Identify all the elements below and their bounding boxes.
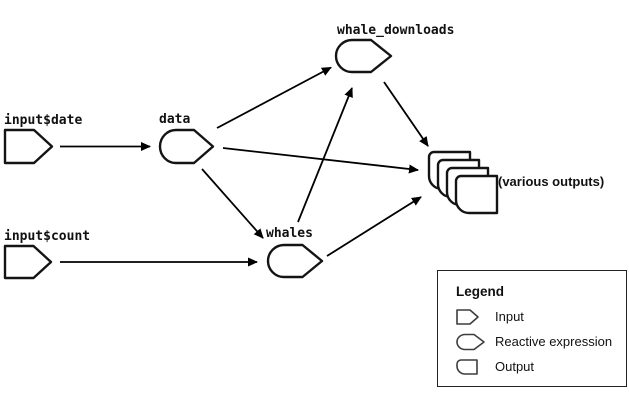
edge-data-whales <box>201 168 264 239</box>
whale-downloads-node-shape <box>334 38 393 74</box>
legend-reactive-label: Reactive expression <box>495 334 613 349</box>
input-date-node-shape <box>3 128 54 165</box>
legend-row-input: Input <box>456 304 626 329</box>
legend-row-output: Output <box>456 354 626 379</box>
data-node-shape <box>158 128 215 165</box>
outputs-stack <box>427 150 499 215</box>
whales-label: whales <box>266 226 313 241</box>
legend-box: Legend Input Reactive expression Output <box>437 270 627 387</box>
input-date-label: input$date <box>4 113 83 128</box>
legend-title: Legend <box>456 284 505 299</box>
whales-node-shape <box>266 243 324 279</box>
edge-whales-whaledownloads <box>297 87 353 223</box>
various-outputs-label: (various outputs) <box>498 174 605 189</box>
output-shape-4 <box>454 174 499 215</box>
input-shape-icon <box>456 308 479 325</box>
legend-input-label: Input <box>495 309 524 324</box>
nodes <box>3 38 499 280</box>
edge-whales-outputs <box>326 196 422 257</box>
output-shape-icon <box>456 358 478 375</box>
whale-downloads-label: whale_downloads <box>337 23 455 38</box>
edges <box>60 66 429 267</box>
legend-output-label: Output <box>495 359 535 374</box>
edge-data-outputs <box>222 147 419 174</box>
edge-data-whaledownloads <box>216 66 332 129</box>
input-count-label: input$count <box>4 229 91 244</box>
edge-whaledownloads-outputs <box>383 81 429 147</box>
reactive-expression-shape-icon <box>456 333 485 350</box>
data-label: data <box>159 112 191 127</box>
input-count-node-shape <box>3 244 53 280</box>
legend-row-reactive: Reactive expression <box>456 329 626 354</box>
